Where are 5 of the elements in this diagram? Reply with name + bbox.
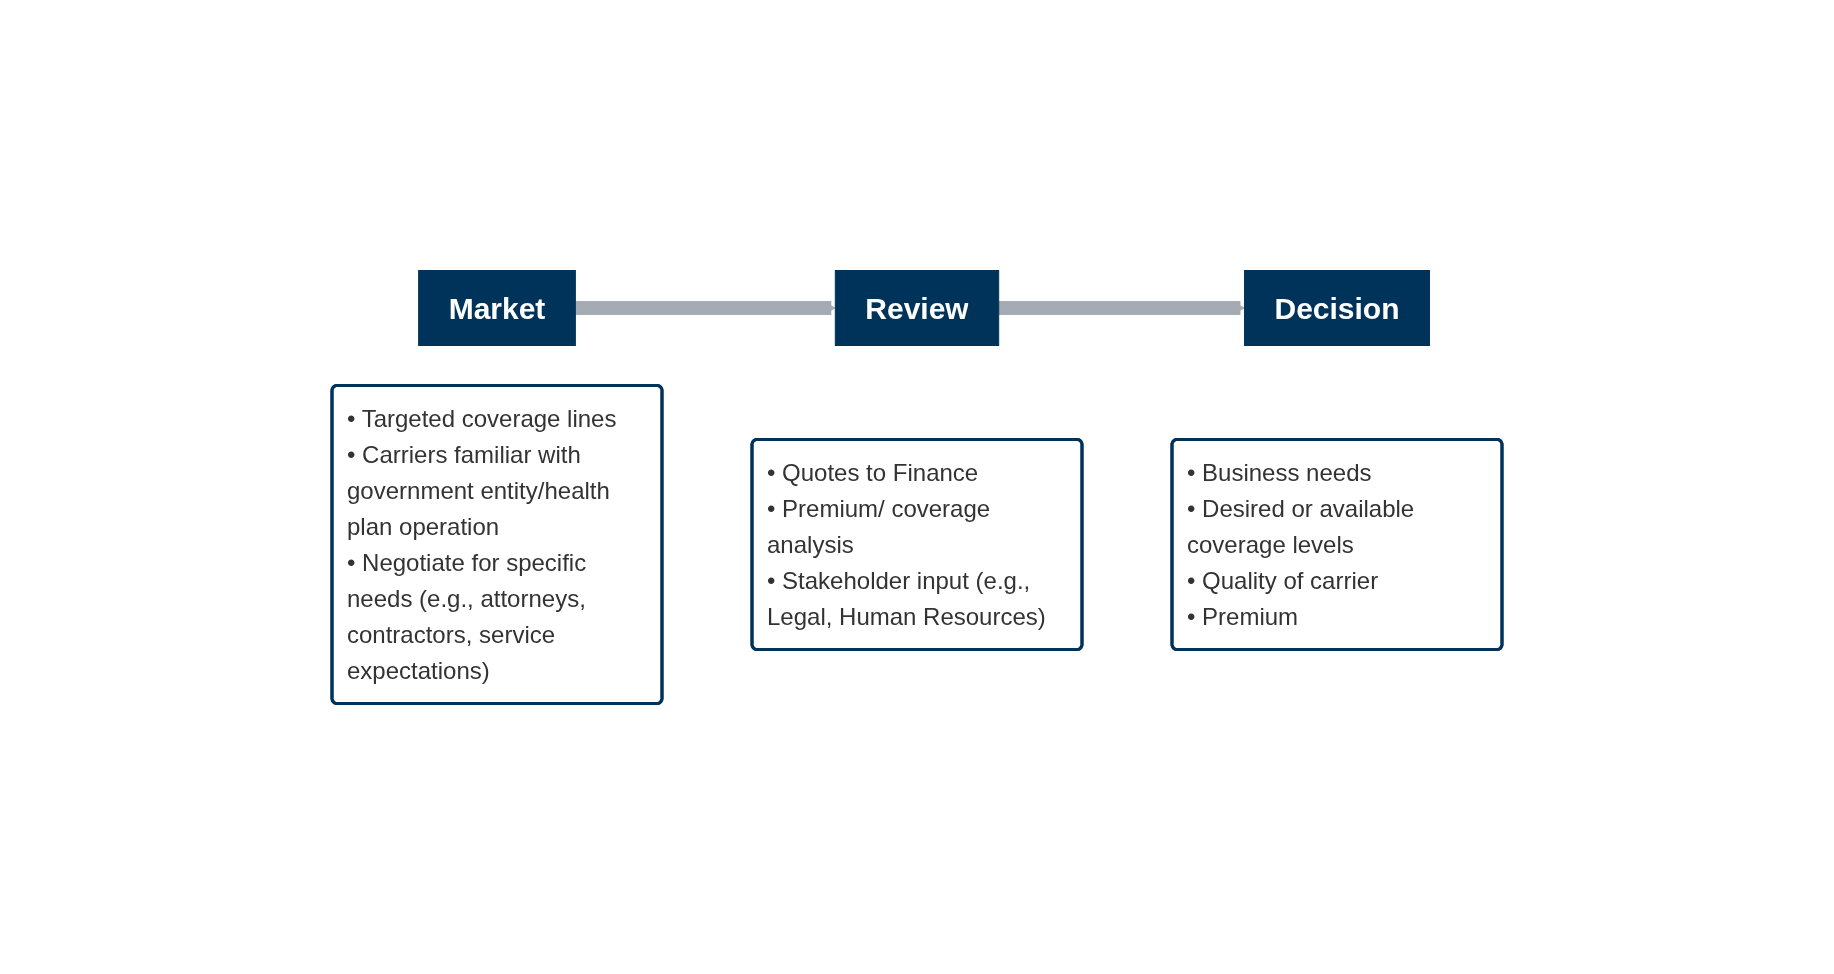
node-box: Review	[834, 270, 1000, 346]
node-box: Market	[418, 270, 576, 346]
node-box: Decision	[1244, 270, 1430, 346]
arrow	[575, 301, 836, 315]
arrow	[998, 301, 1245, 315]
